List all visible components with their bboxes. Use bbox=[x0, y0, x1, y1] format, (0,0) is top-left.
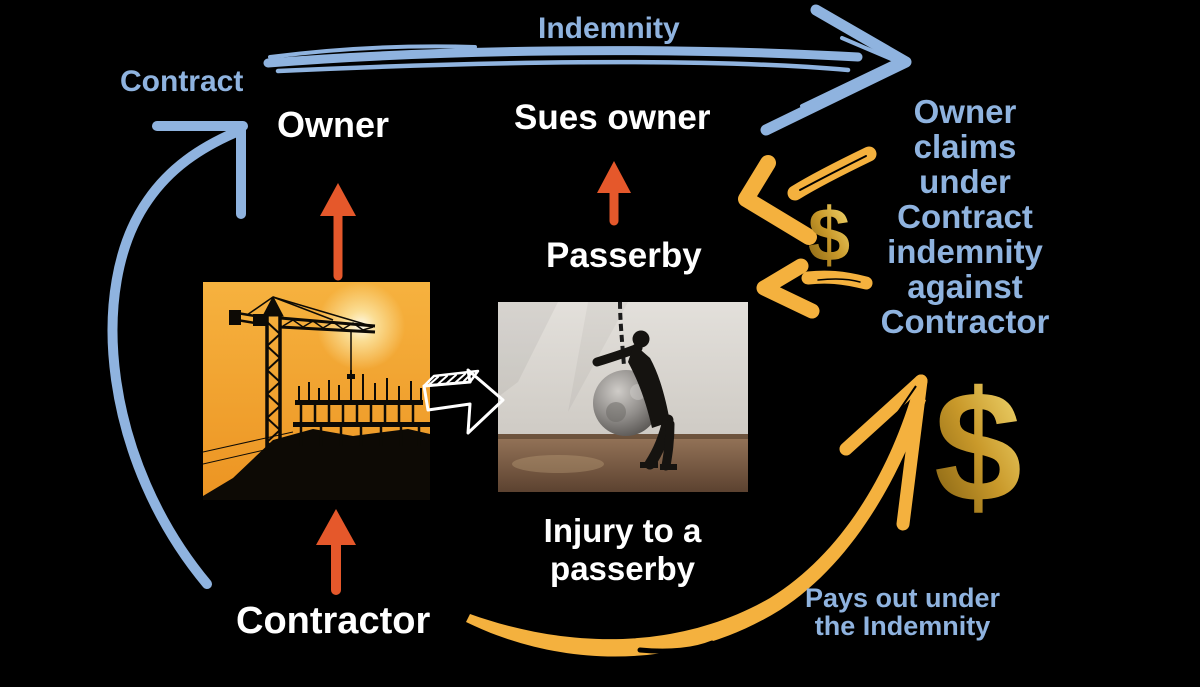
contractor-up-arrow bbox=[316, 509, 356, 595]
payout-line: the Indemnity bbox=[814, 611, 991, 641]
contractor-label: Contractor bbox=[236, 600, 431, 642]
contract-label: Contract bbox=[120, 65, 244, 98]
building-icon bbox=[203, 370, 430, 500]
passerby-up-arrow bbox=[597, 161, 631, 226]
claim-line: Owner bbox=[913, 93, 1017, 130]
owner-label: Owner bbox=[277, 104, 390, 145]
injury-line: passerby bbox=[550, 550, 695, 587]
claim-line: against bbox=[907, 268, 1023, 305]
owner-up-arrow bbox=[320, 183, 356, 281]
indemnity-label: Indemnity bbox=[538, 12, 680, 45]
construction-photo bbox=[203, 282, 430, 500]
payout-text: Pays out under the Indemnity bbox=[790, 584, 1015, 640]
large-dollar-sign: $ bbox=[934, 359, 1022, 535]
sues-owner-label: Sues owner bbox=[514, 98, 711, 137]
claim-line: Contractor bbox=[880, 303, 1050, 340]
payout-line: Pays out under bbox=[804, 583, 1001, 613]
claim-text: Owner claims under Contract indemnity ag… bbox=[845, 94, 1085, 339]
doodle-arrow bbox=[422, 368, 505, 435]
injury-text: Injury to a passerby bbox=[505, 512, 740, 588]
wrecking-ball-photo bbox=[498, 302, 748, 492]
chain-icon bbox=[618, 302, 626, 367]
claim-line: indemnity bbox=[887, 233, 1043, 270]
claim-line: Contract bbox=[897, 198, 1033, 235]
injury-line: Injury to a bbox=[543, 512, 702, 549]
passerby-label: Passerby bbox=[546, 236, 702, 275]
claim-line: claims bbox=[913, 128, 1017, 165]
small-dollar-sign: $ bbox=[808, 193, 850, 278]
claim-line: under bbox=[919, 163, 1011, 200]
